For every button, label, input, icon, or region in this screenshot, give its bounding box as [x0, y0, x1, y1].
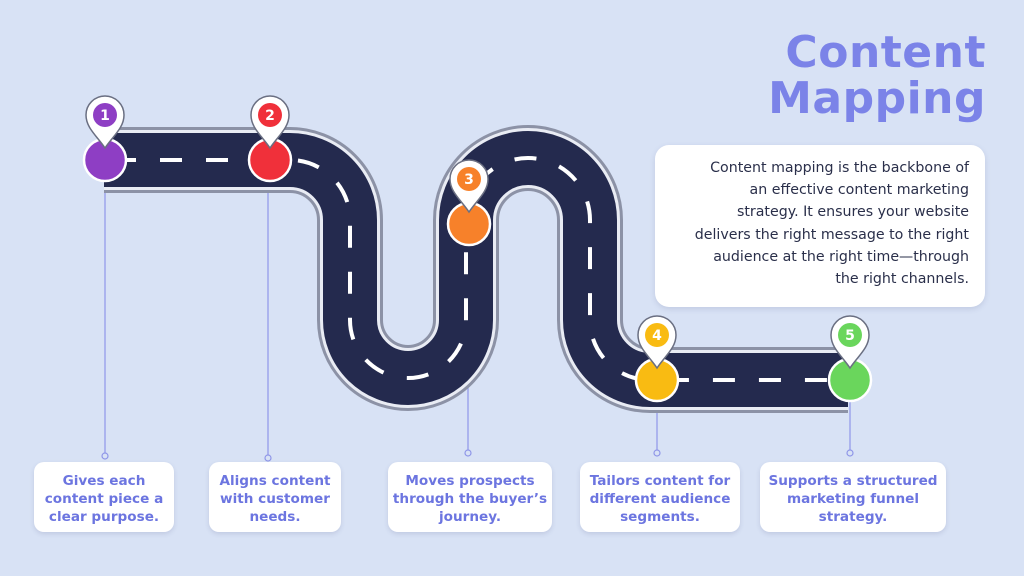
pin-4: 4 — [637, 315, 677, 370]
description-line: strategy. It ensures your website — [736, 204, 969, 221]
pin-2: 2 — [250, 95, 290, 150]
caption-1-line: clear purpose. — [48, 509, 160, 525]
pin-2-badge — [258, 103, 282, 127]
pin-1-number: 1 — [100, 108, 110, 124]
pin-3: 3 — [449, 159, 489, 214]
connector-dot-5 — [846, 449, 854, 457]
connector-dot-4 — [653, 449, 661, 457]
caption-card-3: Moves prospects through the buyer’s jour… — [388, 462, 552, 532]
caption-2-line: needs. — [249, 509, 301, 525]
page-title: Content Mapping — [768, 30, 986, 122]
caption-5-line: strategy. — [818, 509, 888, 525]
connector-dot-2 — [264, 454, 272, 462]
title-line-1: Content — [785, 27, 986, 78]
pin-4-badge — [645, 323, 669, 347]
caption-5-line: marketing funnel — [786, 491, 920, 507]
pin-4-number: 4 — [652, 328, 662, 344]
description-line: an effective content marketing — [749, 182, 969, 199]
description-line: audience at the right time—through — [713, 248, 969, 265]
caption-1-line: Gives each — [62, 473, 146, 489]
caption-1-line: content piece a — [44, 491, 164, 507]
pin-2-number: 2 — [265, 108, 275, 124]
pin-5-number: 5 — [845, 328, 855, 344]
connector-dot-1 — [101, 452, 109, 460]
caption-card-2: Aligns content with customer needs. — [209, 462, 341, 532]
connector-dot-3 — [464, 449, 472, 457]
caption-2-line: Aligns content — [219, 473, 331, 489]
caption-2-line: with customer — [220, 491, 330, 507]
caption-3-line: journey. — [438, 509, 502, 525]
caption-5-line: Supports a structured — [768, 473, 938, 489]
title-line-2: Mapping — [768, 73, 986, 124]
pin-3-badge — [457, 167, 481, 191]
description-line: Content mapping is the backbone of — [710, 160, 969, 176]
caption-card-1: Gives each content piece a clear purpose… — [34, 462, 174, 532]
caption-3-line: through the buyer’s — [392, 491, 548, 507]
caption-card-4: Tailors content for different audience s… — [580, 462, 740, 532]
caption-4-line: different audience — [589, 491, 731, 507]
pin-1-badge — [93, 103, 117, 127]
caption-card-5: Supports a structured marketing funnel s… — [760, 462, 946, 532]
caption-4-line: Tailors content for — [589, 473, 731, 489]
pin-3-number: 3 — [464, 172, 474, 188]
pin-1: 1 — [85, 95, 125, 150]
description-line: delivers the right message to the right — [694, 226, 969, 243]
description-line: the right channels. — [835, 271, 969, 288]
pin-5-badge — [838, 323, 862, 347]
description-card: Content mapping is the backbone of an ef… — [655, 145, 985, 307]
pin-5: 5 — [830, 315, 870, 370]
caption-3-line: Moves prospects — [405, 473, 535, 489]
caption-4-line: segments. — [620, 509, 700, 525]
